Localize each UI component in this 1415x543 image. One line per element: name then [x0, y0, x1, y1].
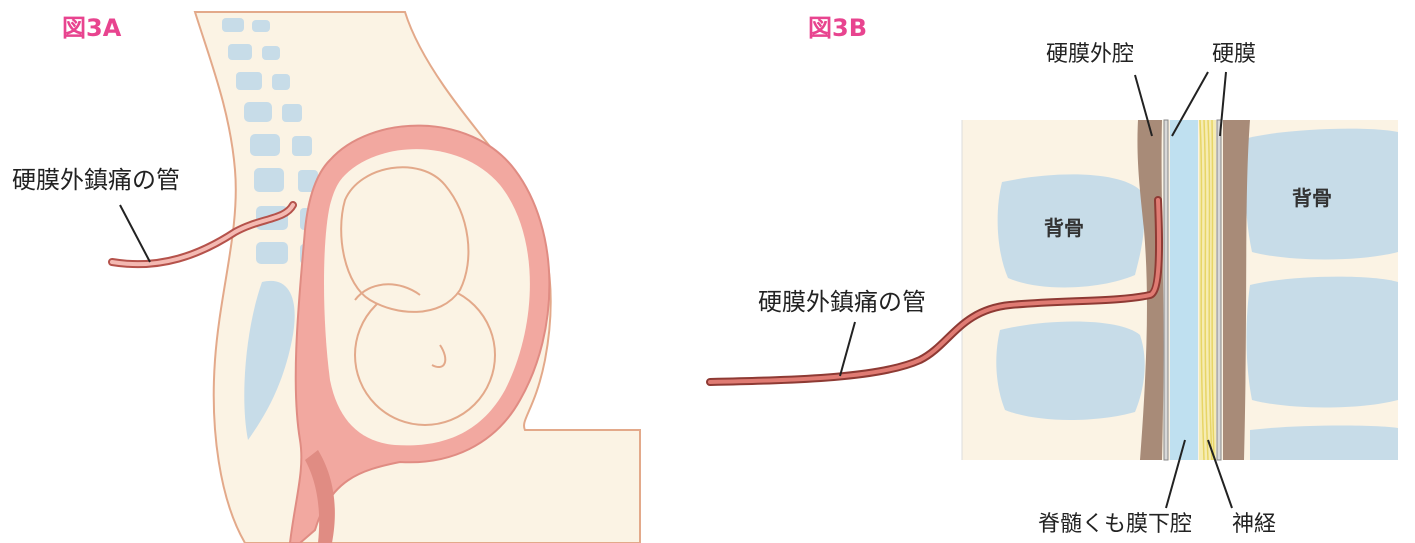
- subarachnoid-leader: [1165, 439, 1186, 509]
- catheter-a-label: 硬膜外鎮痛の管: [12, 166, 180, 194]
- vertebra-left-upper: [997, 174, 1145, 288]
- dura-left: [1163, 119, 1169, 461]
- epidural-space-label: 硬膜外腔: [1046, 42, 1135, 67]
- nerve-leader: [1207, 439, 1233, 509]
- figure-3b-title: 図3B: [808, 14, 867, 42]
- subarachnoid-label: 脊髄くも膜下腔: [1038, 512, 1193, 537]
- dura-label: 硬膜: [1212, 42, 1257, 67]
- vertebra-right-2: [1246, 276, 1398, 408]
- dura-leader-right: [1219, 71, 1227, 137]
- subarachnoid-space: [1170, 120, 1198, 460]
- dura-right: [1216, 119, 1222, 461]
- vertebra-right-1: [1245, 128, 1398, 260]
- nerve-label: 神経: [1232, 512, 1277, 537]
- epidural-space-right: [1223, 120, 1250, 460]
- bone-right-label: 背骨: [1292, 186, 1332, 210]
- bone-left-label: 背骨: [1044, 216, 1084, 240]
- catheter-b-leader: [839, 321, 856, 377]
- nerve-band: [1199, 120, 1216, 460]
- catheter-a-leader: [119, 204, 151, 263]
- dura-leader-left: [1171, 71, 1209, 137]
- cervix: [305, 450, 335, 543]
- vertebra-left-lower: [996, 321, 1145, 420]
- spine: [222, 18, 320, 440]
- figure-3a-title: 図3A: [62, 14, 122, 42]
- vertebra-right-3: [1250, 425, 1398, 460]
- catheter-b-label: 硬膜外鎮痛の管: [758, 288, 926, 316]
- fetus: [340, 166, 496, 426]
- epidural-leader: [1134, 74, 1153, 137]
